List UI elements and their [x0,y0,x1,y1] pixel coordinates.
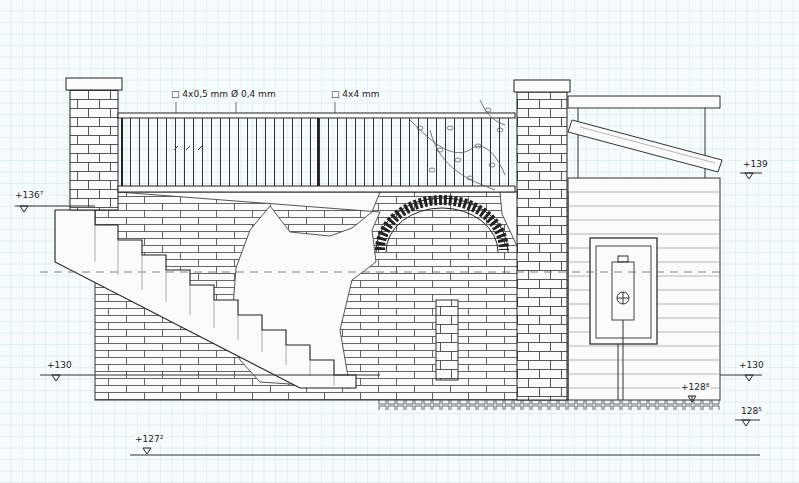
level-mark: +127² [134,435,164,444]
level-mark: +136⁷ [14,191,44,200]
level-mark: 128⁵ [740,407,763,416]
level-mark: +130 [46,361,73,370]
material-note: □ 4x0,5 mm [170,90,229,99]
level-mark: +130 [738,361,765,370]
material-note: □ 4x4 mm [330,90,381,99]
level-mark: +139 [742,160,769,169]
material-note: Ø 0,4 mm [230,90,277,99]
level-mark: +128⁸ [680,383,710,392]
